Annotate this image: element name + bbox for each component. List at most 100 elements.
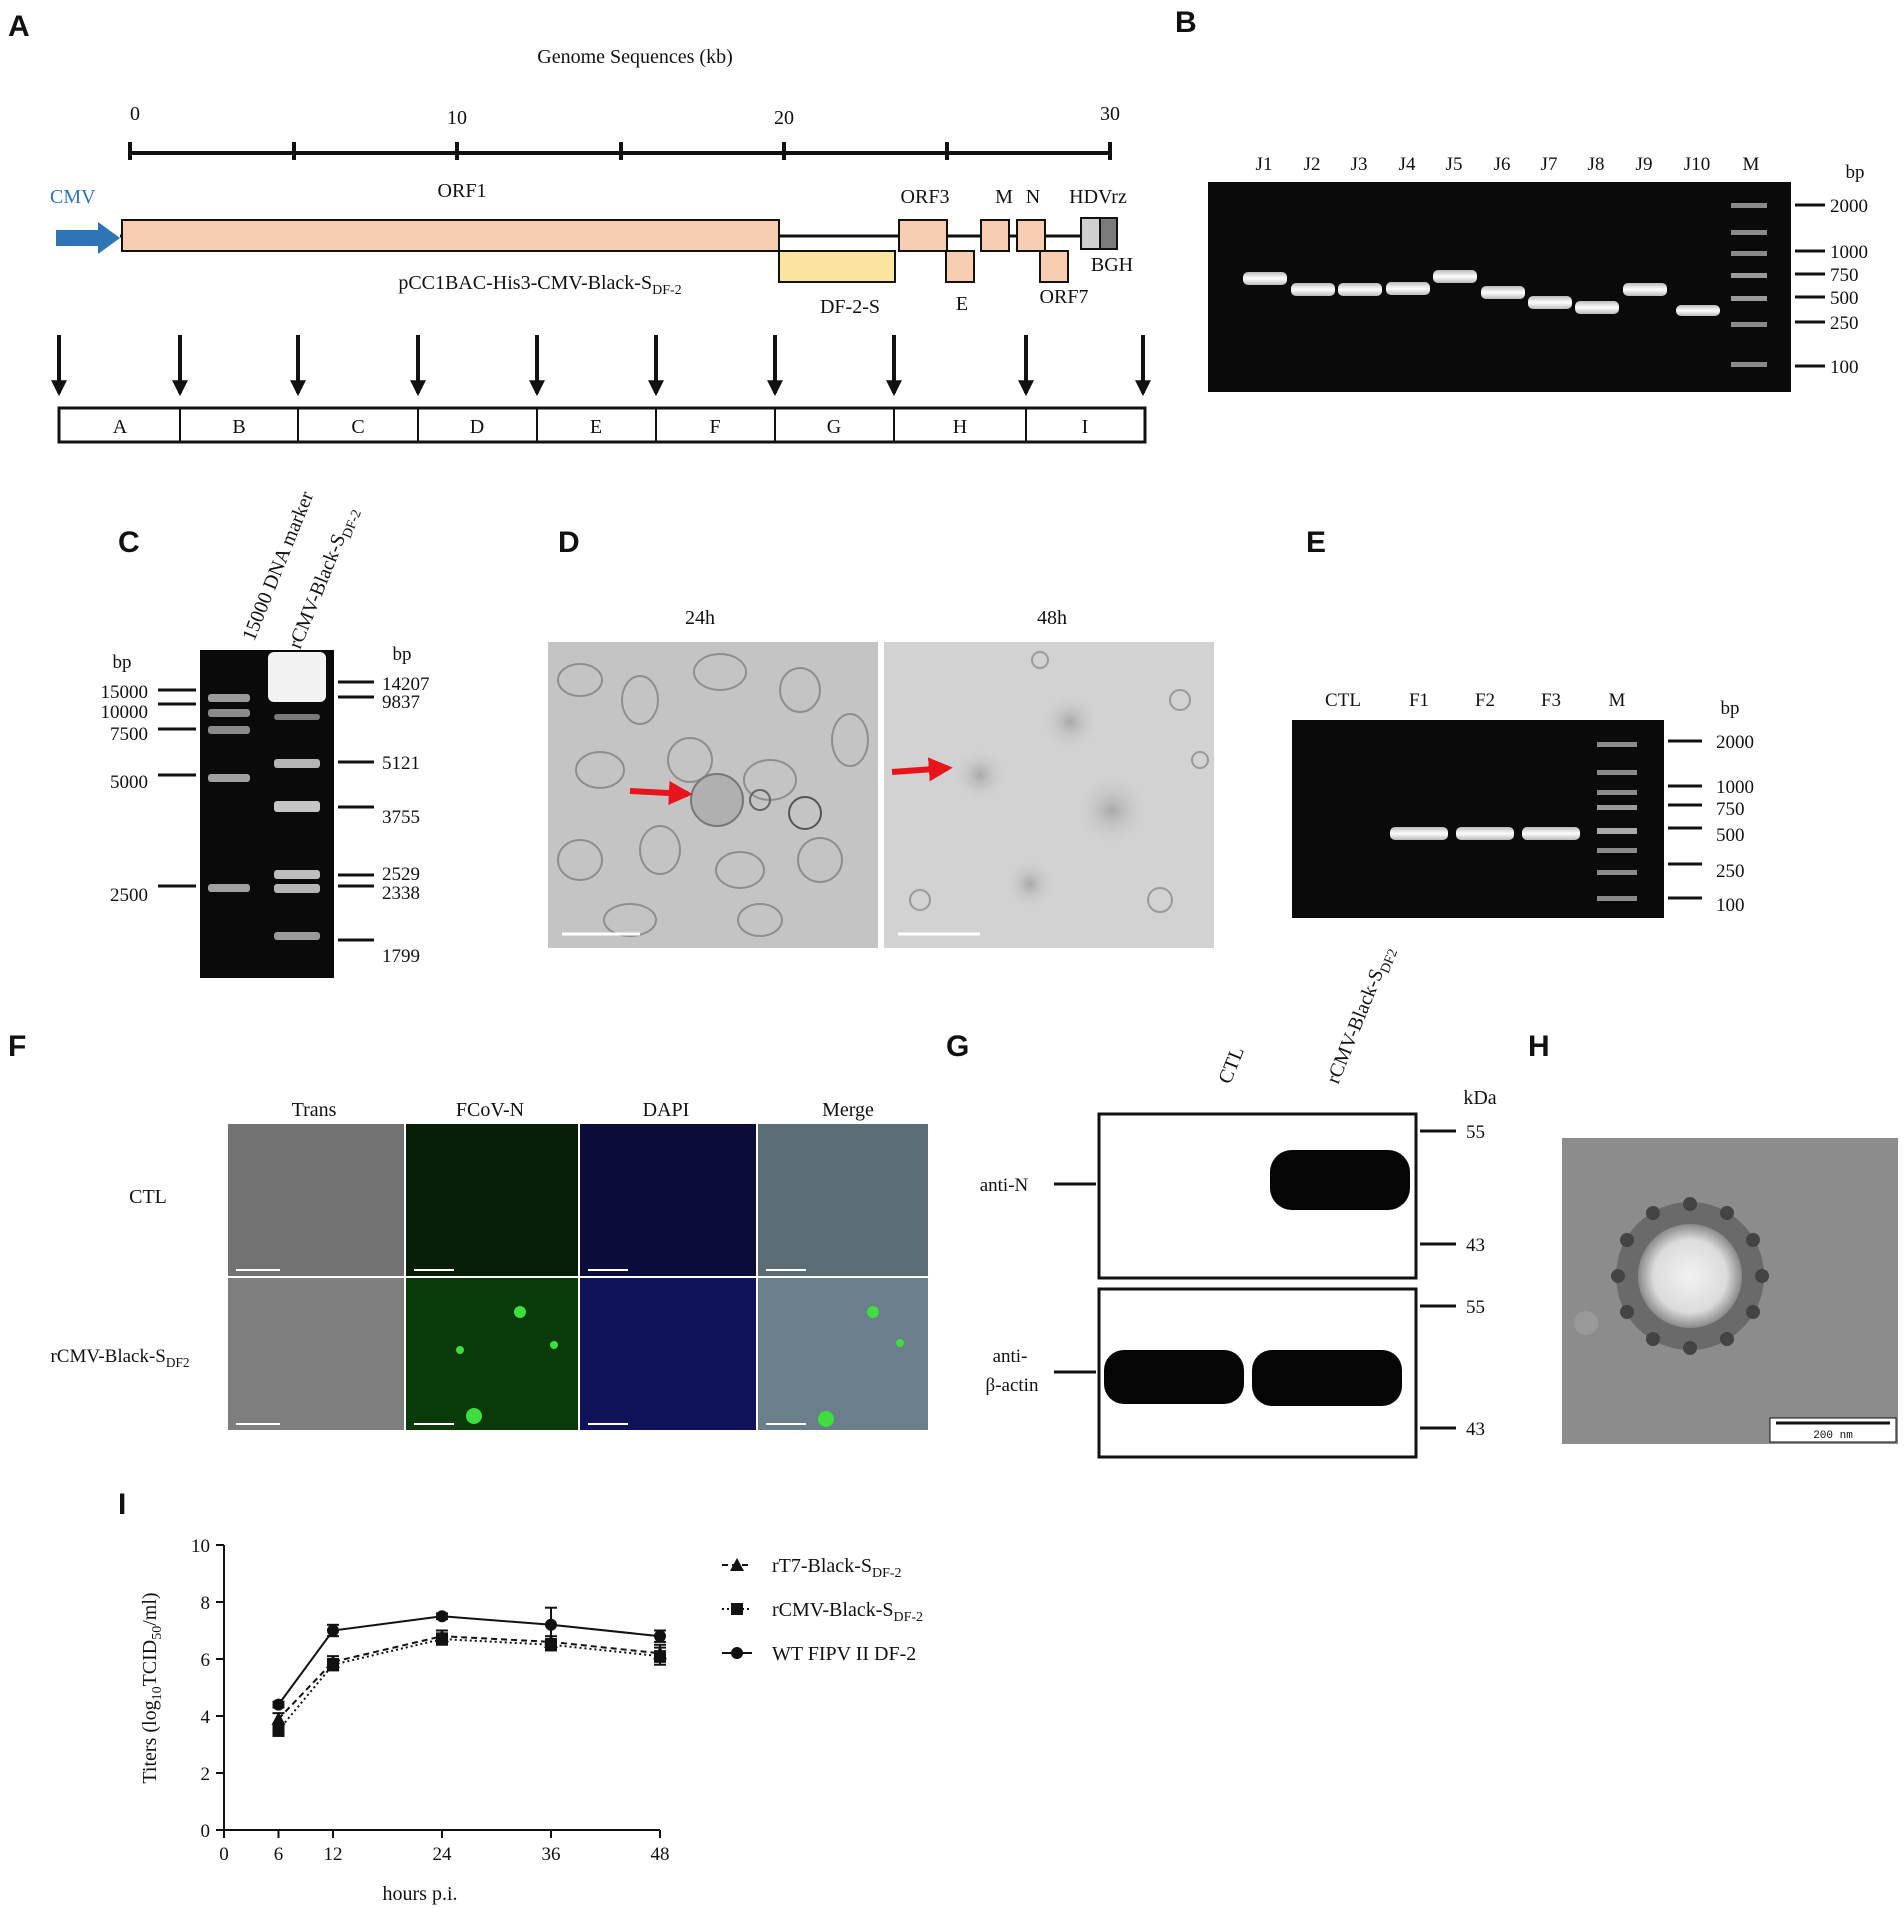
- panel-label-c: C: [118, 526, 140, 559]
- virion-spikes: [1611, 1197, 1769, 1355]
- fragment-h: H: [953, 416, 967, 438]
- orf7-box: [1039, 250, 1069, 283]
- unit-kda: kDa: [1463, 1087, 1496, 1109]
- ruler-label-30: 30: [1100, 103, 1120, 125]
- lane-j5: J5: [1446, 154, 1463, 175]
- ladder-band: [1597, 870, 1637, 875]
- y-tick-label: 4: [201, 1707, 211, 1728]
- ladder-band: [1731, 251, 1767, 256]
- ladder-band: [1731, 230, 1767, 235]
- lane-f2: F2: [1475, 690, 1495, 711]
- marker-2000: 2000: [1830, 196, 1868, 217]
- panel-e: E CTL F1 F2 F3 M bp 2000 1000 750 500 25…: [1292, 526, 1754, 918]
- orf1-label: ORF1: [438, 180, 487, 202]
- cmv-promoter-arrow: [56, 222, 120, 254]
- series-line: [277, 1635, 661, 1720]
- ladder-band: [274, 870, 320, 879]
- marker-250: 250: [1830, 313, 1859, 334]
- panel-g: G CTL rCMV-Black-SDF2 kDa anti-N 55 43 a…: [946, 943, 1497, 1459]
- ruler-label-20: 20: [774, 107, 794, 129]
- fragment-bar: [57, 406, 1147, 444]
- marker-2529: 2529: [382, 864, 420, 885]
- panel-label-h: H: [1528, 1030, 1550, 1063]
- marker-1799: 1799: [382, 946, 420, 967]
- unit-right: bp: [393, 644, 412, 665]
- ladder-band: [1731, 296, 1767, 301]
- marker-250: 250: [1716, 861, 1745, 882]
- panel-label-f: F: [8, 1030, 26, 1063]
- lane-marker: M: [1743, 154, 1760, 175]
- ladder-band: [1597, 896, 1637, 901]
- fragment-c: C: [351, 416, 364, 438]
- band: [1528, 296, 1572, 309]
- m-box: [980, 219, 1010, 252]
- ladder-band: [268, 652, 326, 702]
- ladder-band: [208, 709, 250, 717]
- red-arrow-48h: [891, 757, 953, 782]
- panel-f: F Trans FCoV-N DAPI Merge CTL rCMV-Black…: [8, 1030, 928, 1430]
- panel-label-e: E: [1306, 526, 1326, 559]
- plaque: [1074, 772, 1150, 848]
- band: [1575, 301, 1619, 314]
- data-point: [654, 1650, 666, 1663]
- column-fcov-n: FCoV-N: [456, 1099, 524, 1121]
- series-line: [277, 1638, 661, 1731]
- legend-label: rT7-Black-SDF-2: [772, 1555, 902, 1581]
- row-rcmv: rCMV-Black-SDF2: [50, 1346, 189, 1370]
- x-tick-label: 24: [433, 1844, 453, 1865]
- fragment-g: G: [827, 416, 841, 438]
- y-tick-label: 8: [201, 1593, 211, 1614]
- panel-a: A Genome Sequences (kb) 0 10 20 30 CMV O…: [8, 10, 1151, 444]
- image-rcmv-dapi: [580, 1278, 756, 1430]
- ladder-band: [208, 884, 250, 892]
- lane-j6: J6: [1494, 154, 1511, 175]
- green-foci: [896, 1339, 904, 1347]
- lane-f1: F1: [1409, 690, 1429, 711]
- m-label: M: [995, 186, 1013, 208]
- ladder-band: [1597, 805, 1637, 810]
- panel-label-b: B: [1175, 6, 1197, 39]
- marker-5121: 5121: [382, 753, 420, 774]
- marker-500: 500: [1716, 825, 1745, 846]
- marker-1000: 1000: [1830, 242, 1868, 263]
- unit-bp: bp: [1721, 698, 1740, 719]
- df2-s-box: [778, 250, 896, 283]
- ladder-band: [274, 932, 320, 940]
- ladder-band: [1597, 742, 1637, 747]
- green-foci: [466, 1408, 482, 1424]
- ruler-label-10: 10: [447, 107, 467, 129]
- lane-j1: J1: [1256, 154, 1273, 175]
- band: [1623, 283, 1667, 296]
- bgh-label: BGH: [1091, 254, 1133, 276]
- gel-c: [200, 650, 334, 978]
- ladder-band: [1597, 828, 1637, 834]
- ladder-band: [1597, 770, 1637, 775]
- lane-f3: F3: [1541, 690, 1561, 711]
- ladder-band: [1731, 362, 1767, 367]
- data-point: [327, 1658, 339, 1671]
- label-anti-n: anti-N: [980, 1175, 1029, 1196]
- green-foci: [456, 1346, 464, 1354]
- marker-100: 100: [1716, 895, 1745, 916]
- lane-label-rcmv: rCMV-Black-SDF2: [1322, 943, 1401, 1088]
- x-tick-label: 0: [219, 1844, 229, 1865]
- marker-14207: 14207: [382, 674, 430, 695]
- ladder-band: [274, 759, 320, 768]
- construct-label: pCC1BAC-His3-CMV-Black-SDF-2: [398, 272, 681, 298]
- n-box: [1016, 219, 1046, 252]
- ladder-band: [208, 694, 250, 702]
- data-point: [654, 1630, 666, 1643]
- ladder-band: [1731, 322, 1767, 327]
- lane-j10: J10: [1684, 154, 1710, 175]
- panel-d: D 24h 48h: [548, 526, 1214, 948]
- ladder-band: [1597, 848, 1637, 853]
- fragment-a: A: [113, 416, 128, 438]
- time-48h: 48h: [1037, 607, 1067, 629]
- data-point: [436, 1633, 448, 1646]
- orf3-label: ORF3: [901, 186, 950, 208]
- ladder-band: [274, 884, 320, 893]
- band: [1386, 282, 1430, 295]
- marker-500: 500: [1830, 288, 1859, 309]
- image-rcmv-trans: [228, 1278, 404, 1430]
